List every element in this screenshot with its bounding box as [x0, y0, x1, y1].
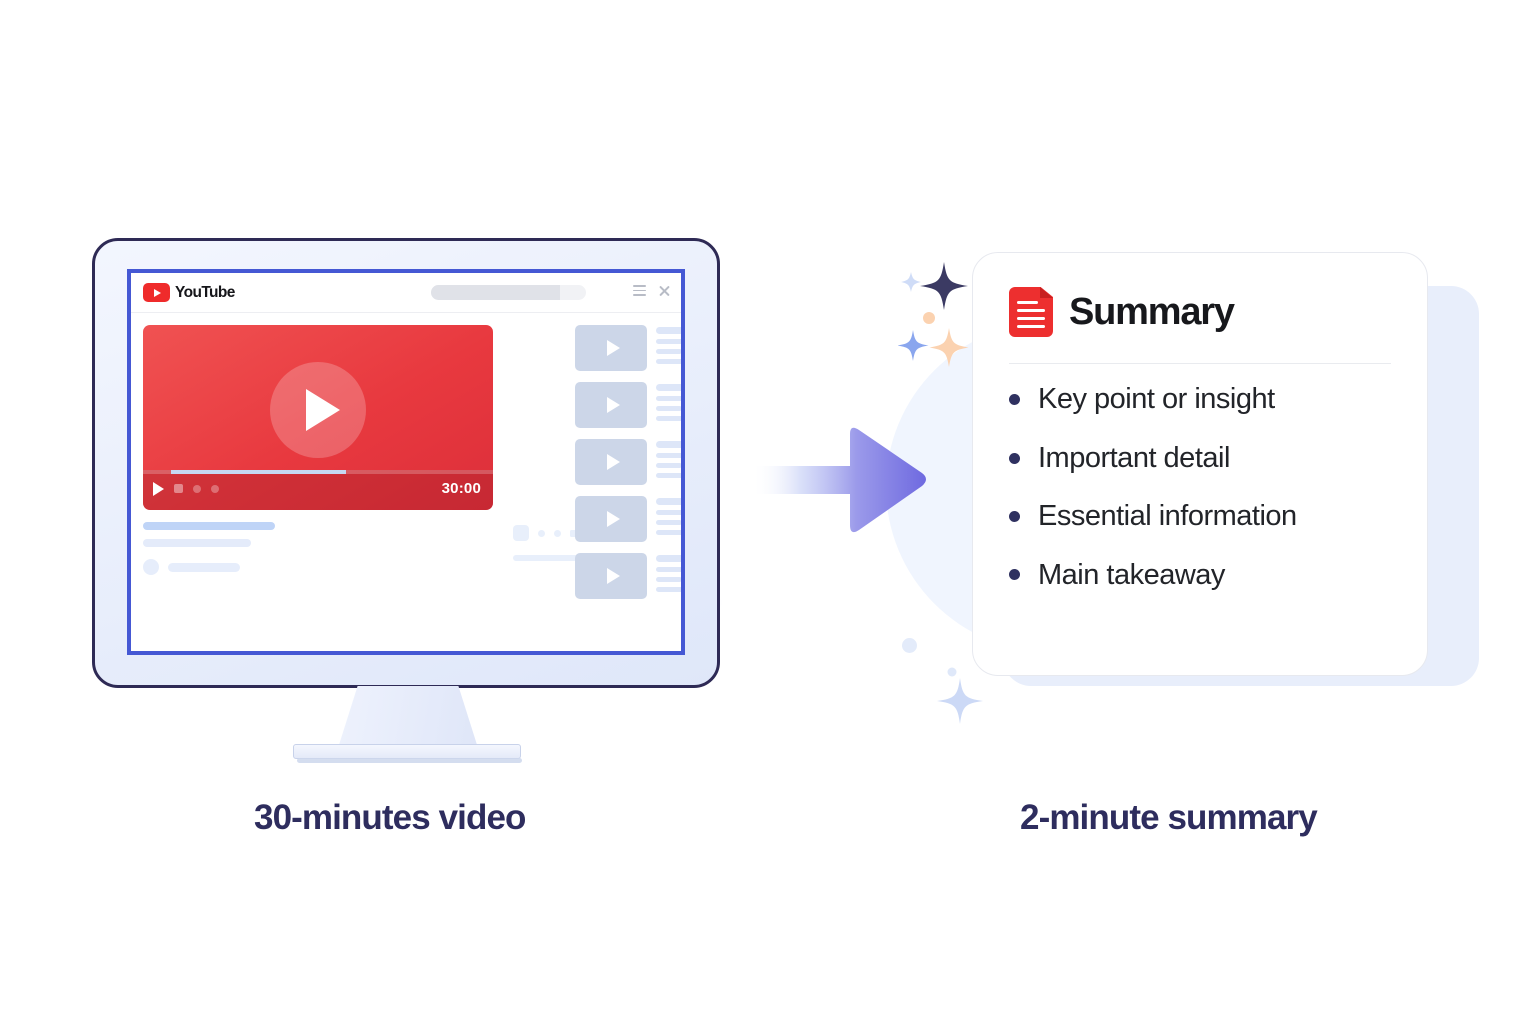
channel-name-placeholder: [168, 562, 240, 572]
monitor-stand-neck: [338, 686, 478, 748]
monitor-stand-base: [293, 744, 522, 763]
browser-content: 30:00: [131, 313, 681, 610]
video-player[interactable]: 30:00: [143, 325, 493, 510]
avatar: [143, 559, 159, 575]
sparkle-group-bottom: [937, 667, 983, 724]
list-item: Key point or insight: [1009, 383, 1391, 416]
video-title-placeholder: [143, 522, 275, 530]
list-item[interactable]: [575, 325, 681, 371]
bullet-text: Important detail: [1038, 441, 1230, 474]
youtube-logo[interactable]: YouTube: [143, 283, 235, 302]
volume-icon[interactable]: [174, 484, 183, 493]
video-thumbnail: [575, 553, 647, 599]
video-meta: [143, 510, 493, 575]
bullet-icon: [1009, 452, 1020, 464]
summary-bullet-list: Key point or insight Important detail Es…: [1009, 370, 1391, 590]
document-icon: [1009, 287, 1053, 337]
share-icon[interactable]: [513, 525, 529, 541]
video-thumbnail: [575, 439, 647, 485]
bullet-icon: [1009, 510, 1020, 522]
window-controls: [633, 284, 671, 297]
list-item[interactable]: [575, 496, 681, 542]
video-subtitle-placeholder: [143, 539, 251, 547]
right-caption: 2-minute summary: [1020, 798, 1318, 837]
browser-header: YouTube: [131, 273, 681, 313]
progress-bar[interactable]: [143, 470, 493, 474]
like-icon[interactable]: [538, 529, 545, 537]
summary-card: Summary Key point or insight Important d…: [972, 252, 1428, 676]
video-column: 30:00: [143, 325, 493, 610]
video-duration: 30:00: [441, 480, 481, 497]
youtube-play-icon: [143, 283, 170, 302]
bullet-text: Key point or insight: [1038, 383, 1275, 416]
video-thumbnail: [575, 382, 647, 428]
description-placeholder: [513, 555, 579, 561]
list-item[interactable]: [575, 439, 681, 485]
dot-blue-large: [902, 638, 917, 653]
summary-card-header: Summary: [1009, 287, 1391, 337]
settings-icon[interactable]: [193, 484, 201, 493]
divider: [1009, 363, 1391, 365]
video-thumbnail: [575, 325, 647, 371]
play-icon[interactable]: [270, 362, 366, 459]
play-button-icon[interactable]: [153, 481, 164, 496]
list-item[interactable]: [575, 553, 681, 599]
right-arrow-icon: [752, 427, 926, 533]
monitor-screen: YouTube: [127, 269, 685, 655]
fullscreen-icon[interactable]: [211, 484, 219, 493]
list-item: Essential information: [1009, 500, 1391, 533]
left-caption: 30-minutes video: [254, 798, 526, 837]
sparkle-group-top: [898, 262, 969, 367]
recommended-sidebar: [575, 325, 681, 610]
close-icon[interactable]: [658, 284, 671, 297]
youtube-wordmark: YouTube: [175, 283, 235, 301]
monitor-body: YouTube: [92, 238, 720, 688]
page-title: Summary: [1069, 290, 1235, 333]
bullet-text: Main takeaway: [1038, 558, 1225, 591]
bullet-icon: [1009, 569, 1020, 581]
player-controls: 30:00: [143, 470, 493, 510]
bullet-icon: [1009, 394, 1020, 406]
list-item: Main takeaway: [1009, 558, 1391, 591]
list-item: Important detail: [1009, 441, 1391, 474]
dislike-icon[interactable]: [554, 529, 561, 537]
address-bar[interactable]: [431, 285, 586, 300]
channel-row: [143, 559, 493, 575]
bullet-text: Essential information: [1038, 500, 1297, 533]
hamburger-icon[interactable]: [633, 285, 646, 296]
list-item[interactable]: [575, 382, 681, 428]
save-icon[interactable]: [570, 529, 577, 537]
video-monitor: YouTube: [92, 238, 722, 763]
video-thumbnail: [575, 496, 647, 542]
